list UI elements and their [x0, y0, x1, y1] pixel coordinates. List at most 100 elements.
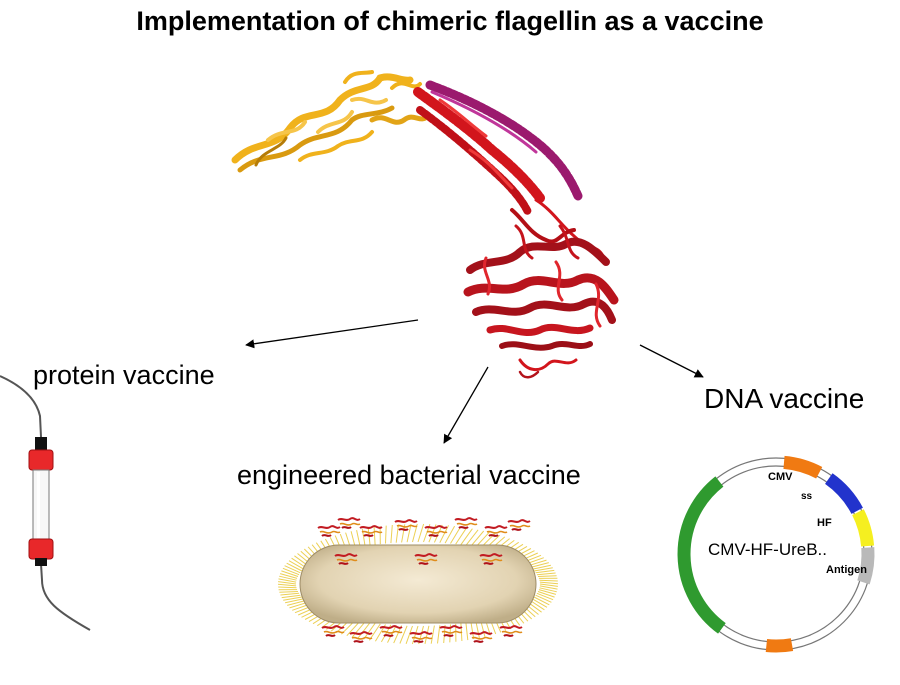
fimbria: [532, 564, 552, 570]
fimbria: [277, 583, 297, 587]
fimbria: [539, 583, 558, 587]
flagellin-structure: [231, 70, 619, 379]
fimbria: [533, 596, 550, 606]
fimbria: [286, 562, 303, 572]
surface-flagellin-bottom: [321, 625, 523, 643]
fimbria: [406, 523, 412, 543]
fimbria: [287, 600, 306, 606]
fimbria: [356, 529, 361, 548]
fimbria: [539, 581, 559, 585]
plasmid-arc-cmv-2: [765, 638, 794, 653]
fimbria: [537, 575, 557, 577]
plasmid-segments: [677, 455, 875, 653]
plasmid-segment-antigen-label: Antigen: [826, 564, 867, 576]
fimbria: [539, 579, 558, 582]
fimbria: [395, 524, 399, 543]
fimbria: [417, 523, 425, 543]
fimbria: [529, 600, 545, 611]
column-bottom-cap: [28, 538, 54, 560]
fimbria: [280, 592, 300, 596]
fimbria: [530, 562, 549, 568]
plasmid-segment-cmv-label: CMV: [768, 471, 793, 483]
column-inlet-tubing: [0, 375, 42, 438]
fimbria: [470, 621, 475, 640]
fimbria: [385, 525, 387, 544]
plasmid-arc-ss: [824, 473, 863, 515]
flagellin-d0-domain: [463, 224, 619, 379]
fimbria: [537, 591, 555, 598]
fimbria: [278, 581, 297, 585]
fimbria: [539, 585, 558, 590]
fimbria: [284, 565, 301, 574]
fimbria: [533, 567, 553, 572]
flagellin-helix: [425, 80, 583, 201]
arrow-to-bacterial-vaccine: [443, 366, 489, 444]
fimbria: [399, 625, 408, 644]
fimbria: [363, 623, 376, 640]
arrow-to-dna-vaccine: [639, 344, 704, 378]
fimbria: [279, 591, 299, 593]
fimbria: [536, 572, 556, 576]
fimbria: [433, 524, 443, 543]
diagram-title: Implementation of chimeric flagellin as …: [136, 6, 764, 36]
chromatography-column-illustration: [0, 375, 91, 631]
fimbria: [279, 575, 297, 581]
column-tube: [32, 469, 50, 541]
plasmid-segment-ss-label: ss: [801, 491, 813, 502]
fimbria: [465, 622, 469, 641]
fimbria: [351, 621, 366, 638]
fimbria: [281, 570, 299, 577]
fimbria: [460, 528, 473, 545]
plasmid-map: [677, 455, 875, 653]
fimbria: [278, 586, 297, 589]
plasmid-arc-backbone: [677, 476, 726, 634]
fimbria: [444, 525, 456, 544]
fimbria: [531, 598, 548, 608]
fimbria: [411, 625, 419, 645]
fimbria: [439, 525, 449, 543]
column-outlet-tubing: [40, 563, 91, 631]
bacterial-vaccine-label: engineered bacterial vaccine: [237, 460, 581, 490]
plasmid-arc-antigen: [857, 547, 875, 585]
fimbria: [470, 530, 485, 547]
fimbria: [539, 587, 557, 593]
arrow-to-protein-vaccine: [245, 319, 419, 349]
column-bottom-fitting: [35, 558, 47, 566]
fimbria: [535, 594, 552, 603]
bacterial-cell-body: [299, 544, 537, 624]
fimbria: [279, 573, 298, 579]
fimbria: [450, 526, 462, 544]
fimbria: [536, 592, 554, 601]
column-top-fitting: [35, 437, 47, 451]
flagellin-d1-domain: [413, 87, 606, 260]
fimbria: [291, 557, 307, 568]
fimbria: [424, 625, 430, 645]
fimbria: [437, 625, 441, 644]
fimbria: [281, 594, 301, 599]
fimbria: [455, 527, 468, 545]
fimbria: [278, 578, 297, 583]
fimbria: [283, 596, 303, 601]
fimbria: [475, 620, 480, 639]
fimbria: [387, 625, 397, 643]
fimbria: [535, 569, 555, 574]
fimbria: [282, 567, 300, 576]
fimbria: [430, 625, 435, 644]
surface-flagellin-top: [317, 517, 531, 537]
protein-vaccine-label: protein vaccine: [33, 360, 215, 390]
plasmid-segment-hf-label: HF: [817, 517, 832, 529]
bacterial-cell-illustration: [277, 517, 559, 645]
fimbria: [405, 625, 413, 644]
plasmid-arc-hf: [852, 509, 875, 547]
plasmid-arc-cmv: [783, 455, 823, 479]
fimbria: [538, 589, 557, 595]
fimbria: [373, 526, 376, 545]
fimbria: [288, 560, 305, 570]
fimbria: [465, 529, 479, 546]
fimbria: [284, 598, 304, 604]
column-top-cap: [28, 449, 54, 471]
plasmid-name-label: CMV-HF-UreB..: [708, 540, 827, 559]
dna-vaccine-label: DNA vaccine: [704, 383, 865, 414]
fimbria: [357, 622, 371, 639]
flagellin-d3-domain: [231, 70, 431, 173]
